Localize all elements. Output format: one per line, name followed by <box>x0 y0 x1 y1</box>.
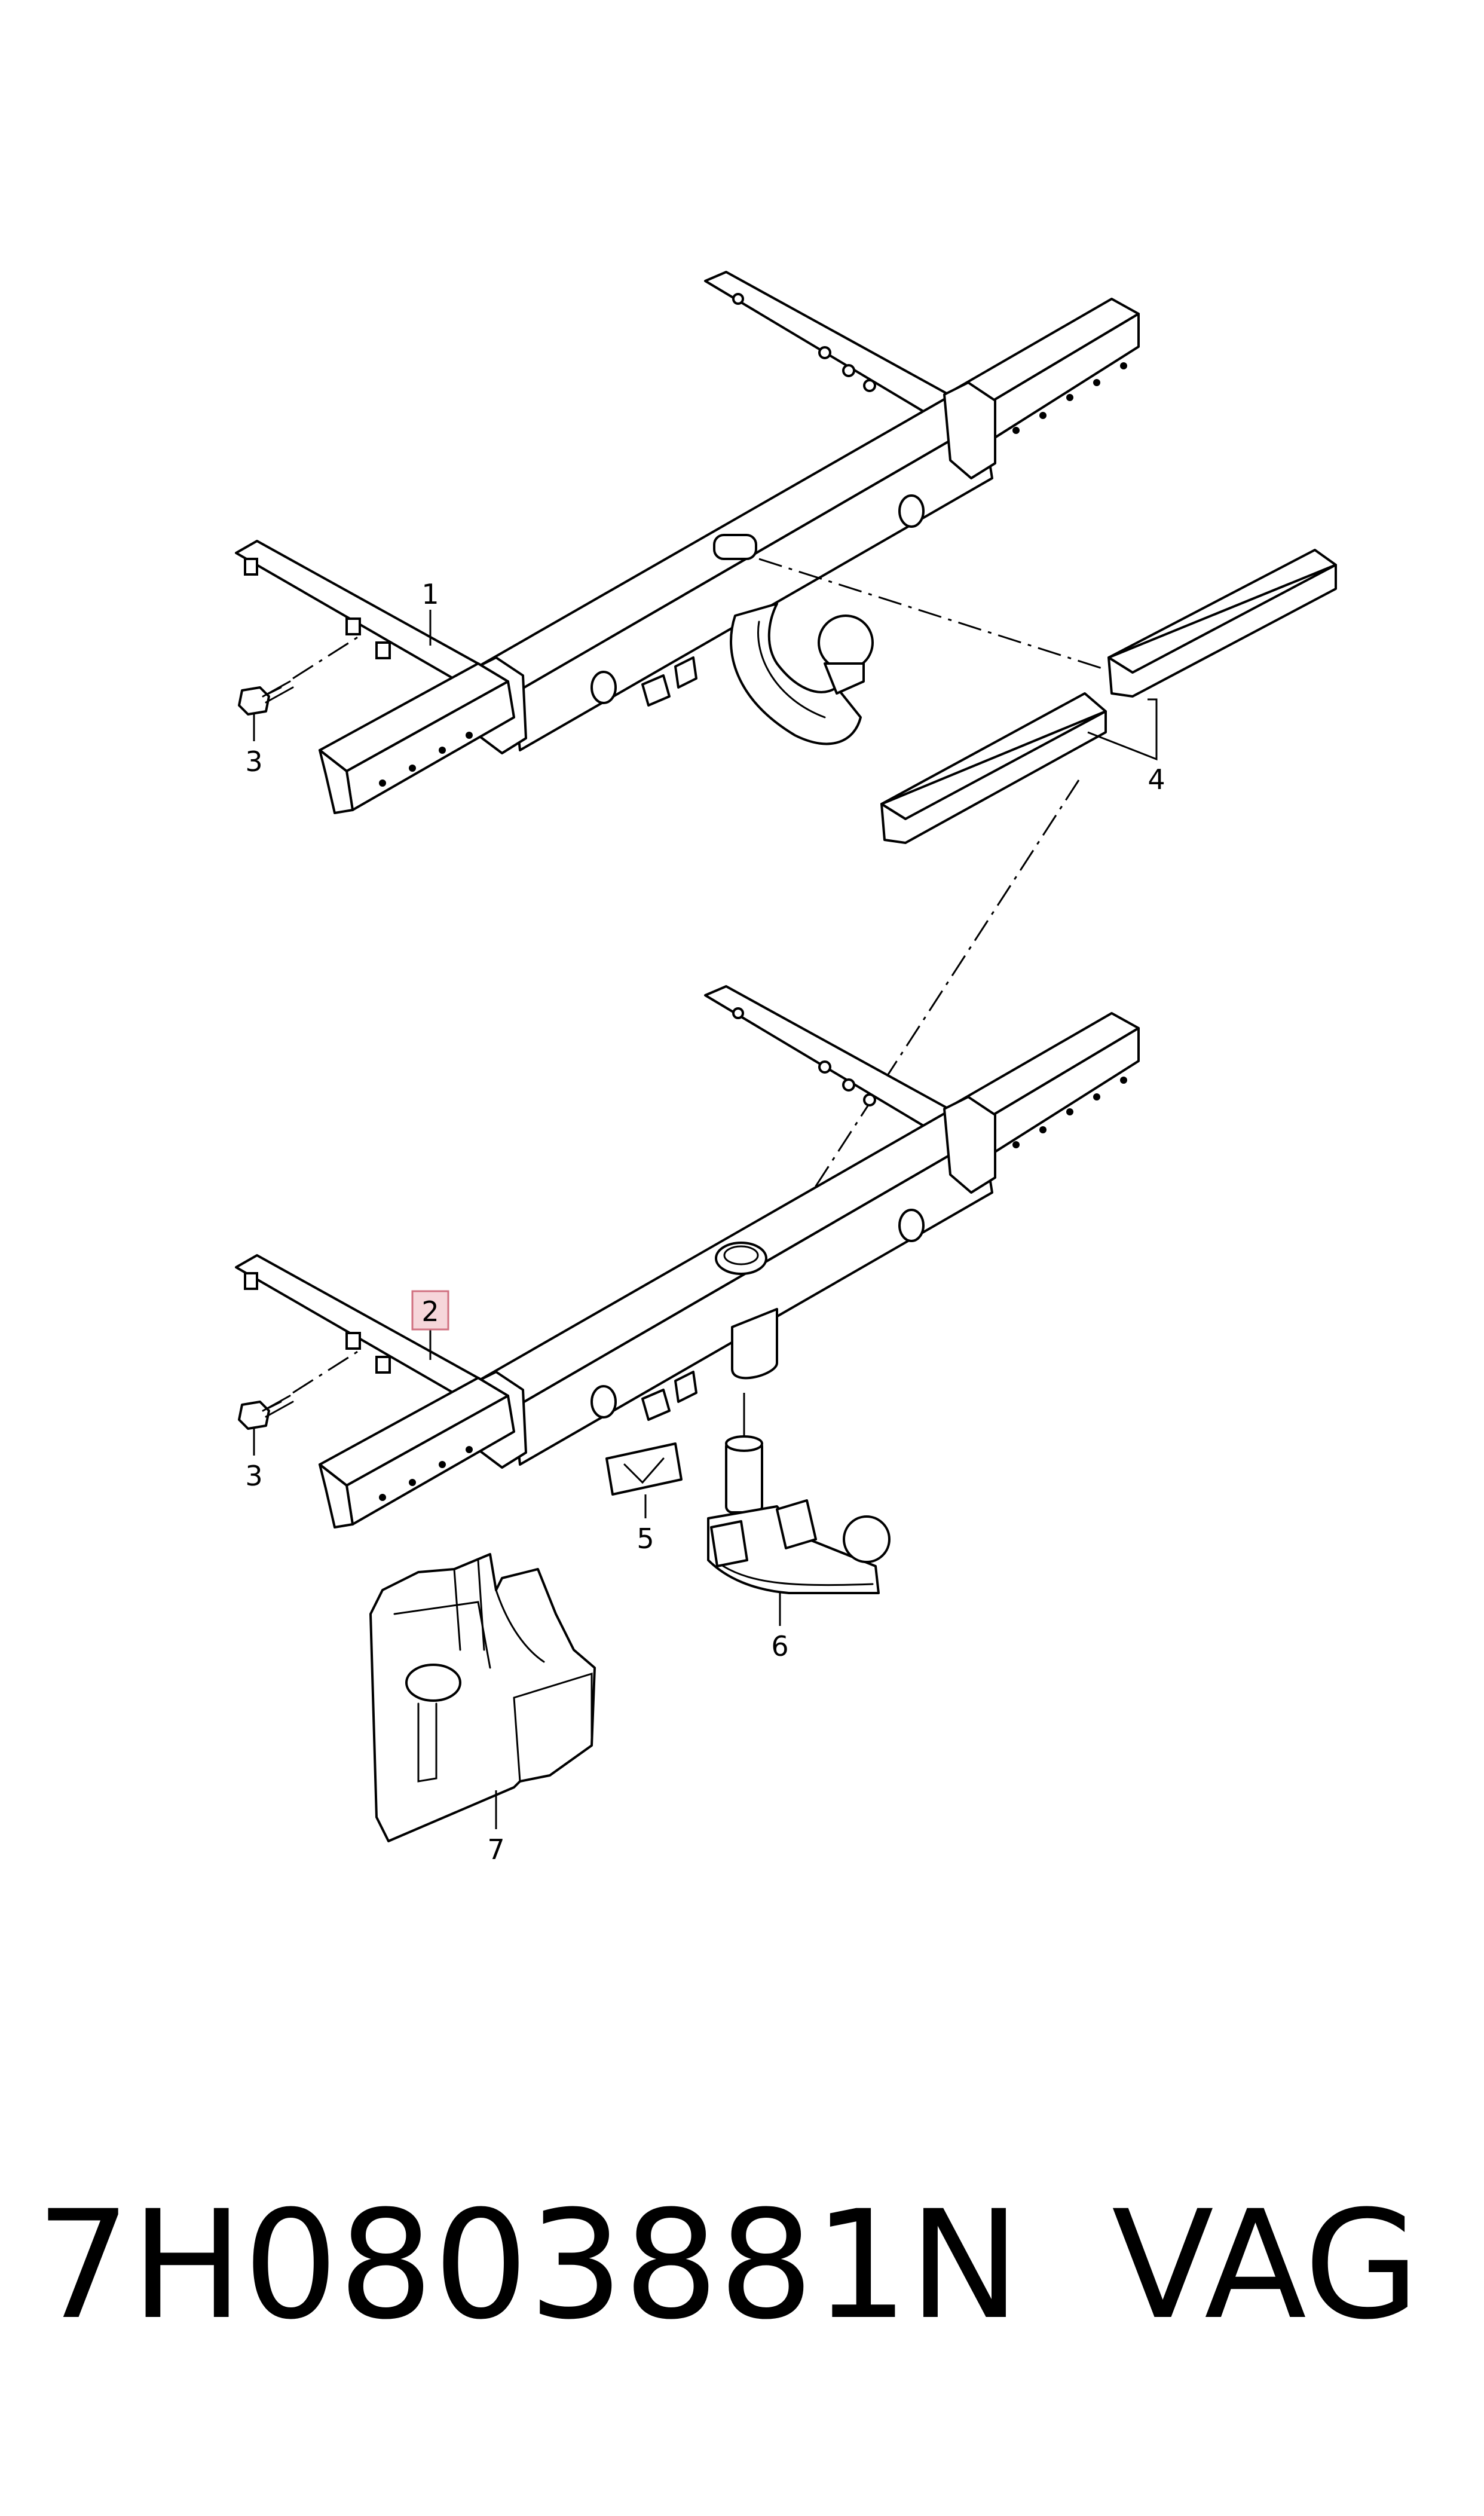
callout-5[interactable]: 5 <box>637 1523 654 1555</box>
storage-bag[interactable] <box>369 1553 596 1842</box>
callout-6[interactable]: 6 <box>771 1630 788 1662</box>
callout-4[interactable]: 4 <box>1148 763 1165 796</box>
bolt-upper[interactable] <box>238 680 294 716</box>
callout-2[interactable]: 2 <box>421 1295 439 1328</box>
cover-strip-pair[interactable] <box>880 549 1337 844</box>
callout-1[interactable]: 1 <box>421 578 439 610</box>
tow-bar-crossmember-upper[interactable] <box>235 271 1140 814</box>
callout-7[interactable]: 7 <box>487 1833 504 1866</box>
brand-label: VAG <box>1112 2178 1420 2352</box>
part-number: 7H0803881N <box>36 2178 1021 2352</box>
retaining-clip[interactable] <box>605 1442 683 1496</box>
footer: 7H0803881N VAG <box>36 2176 1458 2355</box>
assembly-line-upper <box>758 558 1106 671</box>
assembly-line-center <box>770 779 1080 1256</box>
callout-3-upper[interactable]: 3 <box>245 745 262 778</box>
callout-2-highlight <box>411 1290 449 1331</box>
tow-bar-crossmember-lower[interactable] <box>235 985 1140 1528</box>
assembly-line-left-lower <box>292 1350 359 1394</box>
detachable-ball-neck[interactable] <box>707 1435 891 1594</box>
assembly-line-left <box>292 635 359 680</box>
leader-4 <box>1087 698 1158 761</box>
bolt-lower[interactable] <box>238 1395 294 1430</box>
callout-3-lower[interactable]: 3 <box>245 1460 262 1492</box>
